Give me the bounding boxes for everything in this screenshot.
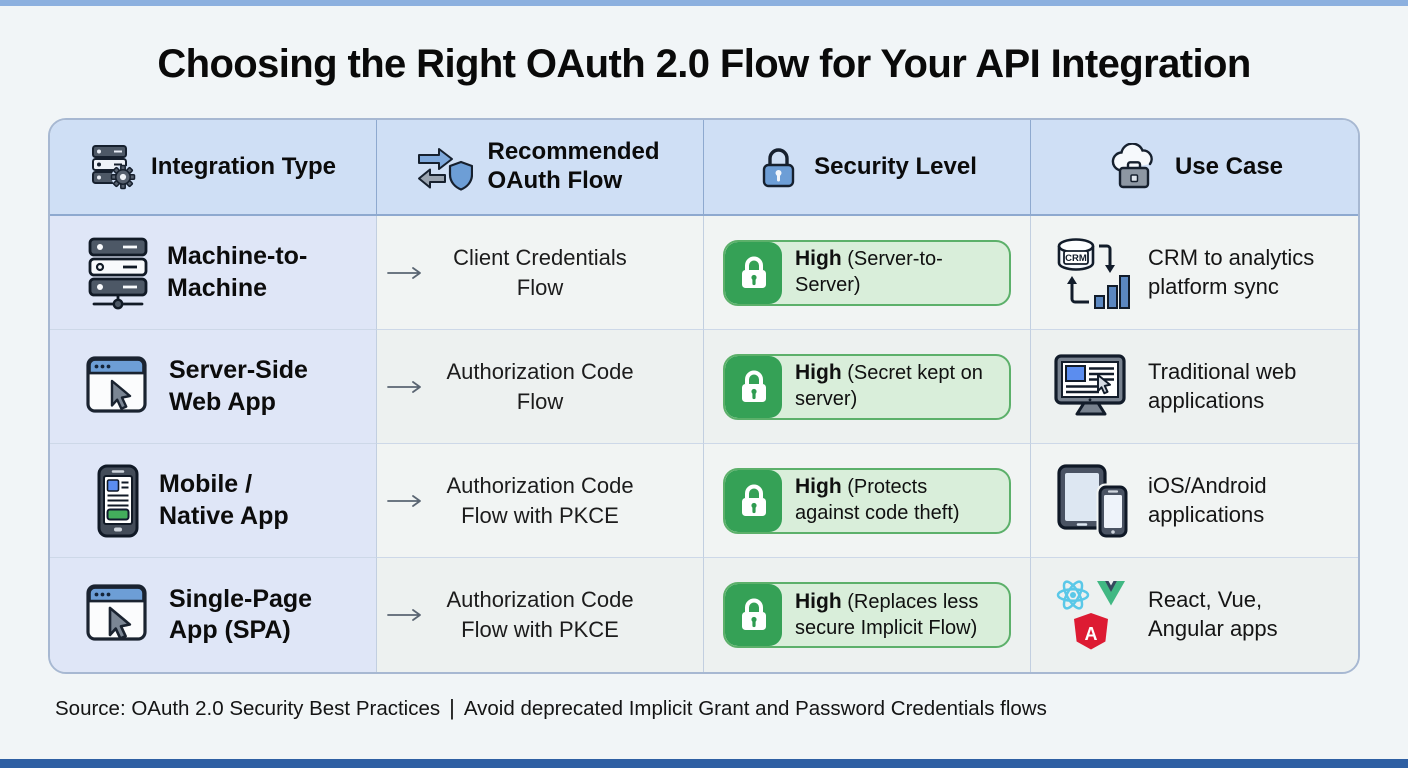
security-badge: High (Protects against code theft): [723, 467, 1011, 534]
desktop-monitor-icon: [1051, 353, 1131, 421]
padlock-icon: [757, 144, 799, 190]
oauth-flow-table: Integration Type Recommended OAuth Flow: [48, 118, 1360, 674]
security-level: High: [795, 247, 842, 271]
cell-integration-type: Machine-to-Machine: [50, 216, 377, 330]
use-case-label: React, Vue, Angular apps: [1148, 587, 1278, 641]
page-title: Choosing the Right OAuth 2.0 Flow for Yo…: [157, 42, 1251, 86]
cell-integration-type: Mobile / Native App: [50, 444, 377, 558]
oauth-flow-label: Authorization Code Flow with PKCE: [446, 587, 634, 642]
footer-note: Avoid deprecated Implicit Grant and Pass…: [463, 697, 1047, 720]
server-gear-icon: [90, 144, 136, 190]
react-logo: [1056, 580, 1090, 610]
lock-icon: [725, 241, 782, 304]
security-level: High: [795, 475, 842, 499]
security-level-text: High (Server-to-Server): [782, 246, 1009, 298]
integration-type-label: Single-Page App (SPA): [169, 584, 313, 644]
lock-icon: [725, 355, 782, 418]
header-label: Use Case: [1174, 152, 1284, 180]
header-oauth-flow: Recommended OAuth Flow: [377, 120, 704, 216]
header-label: Integration Type: [151, 152, 336, 180]
browser-cursor-icon: [85, 583, 151, 647]
oauth-flow-label: Authorization Code Flow with PKCE: [446, 472, 634, 528]
cell-oauth-flow: Client Credentials Flow: [377, 216, 704, 330]
bottom-accent-strip: [0, 759, 1408, 768]
cell-security-level: High (Secret kept on server): [704, 330, 1031, 444]
cell-security-level: High (Replaces less secure Implicit Flow…: [704, 558, 1031, 672]
tablet-phone-icon: [1051, 463, 1131, 539]
server-stack-icon: [87, 236, 149, 310]
security-detail: (Secret kept on server): [795, 362, 983, 411]
sync-arrows-shield-icon: [415, 143, 473, 191]
svg-text:A: A: [1085, 624, 1098, 644]
security-level: High: [795, 589, 842, 613]
oauth-flow-label: Client Credentials Flow: [453, 244, 627, 300]
cell-oauth-flow: Authorization Code Flow with PKCE: [377, 558, 704, 672]
cell-oauth-flow: Authorization Code Flow: [377, 330, 704, 444]
source-note: Source: OAuth 2.0 Security Best Practice…: [55, 695, 1047, 721]
lock-icon: [725, 469, 782, 532]
browser-cursor-icon: [85, 355, 151, 419]
integration-type-label: Machine-to-Machine: [167, 242, 308, 302]
svg-text:CRM: CRM: [1065, 253, 1087, 264]
right-arrow-icon: [386, 265, 426, 281]
lock-icon: [725, 584, 782, 646]
crm-analytics-sync-icon: CRM: [1051, 234, 1131, 312]
security-badge: High (Replaces less secure Implicit Flow…: [723, 582, 1011, 648]
right-arrow-icon: [386, 379, 426, 395]
security-badge: High (Server-to-Server): [723, 239, 1011, 306]
header-security-level: Security Level: [704, 120, 1031, 216]
header-label: Recommended OAuth Flow: [487, 138, 660, 194]
security-level: High: [795, 361, 842, 385]
cell-integration-type: Single-Page App (SPA): [50, 558, 377, 672]
source-text: Source: OAuth 2.0 Security Best Practice…: [55, 697, 441, 720]
cell-use-case: Traditional web applications: [1031, 330, 1358, 444]
footer-divider: |: [449, 695, 455, 720]
use-case-label: Traditional web applications: [1148, 358, 1297, 413]
right-arrow-icon: [386, 493, 426, 509]
security-level-text: High (Secret kept on server): [782, 360, 1009, 412]
smartphone-icon: [95, 464, 141, 538]
cell-use-case: CRM CRM to analytics platform sync: [1031, 216, 1358, 330]
top-accent-strip: [0, 0, 1408, 6]
integration-type-label: Server-Side Web App: [169, 356, 308, 416]
right-arrow-icon: [386, 607, 426, 623]
cloud-briefcase-icon: [1106, 143, 1160, 191]
angular-logo: A: [1074, 613, 1108, 650]
security-level-text: High (Protects against code theft): [782, 474, 1009, 526]
header-integration-type: Integration Type: [50, 120, 377, 216]
framework-logos-icon: A: [1051, 575, 1131, 655]
security-badge: High (Secret kept on server): [723, 353, 1011, 420]
cell-use-case: iOS/Android applications: [1031, 444, 1358, 558]
header-label: Security Level: [814, 152, 977, 180]
use-case-label: iOS/Android applications: [1148, 472, 1267, 527]
vue-logo: [1097, 581, 1125, 606]
security-level-text: High (Replaces less secure Implicit Flow…: [782, 589, 1009, 641]
security-detail: (Server-to-Server): [795, 248, 943, 297]
security-detail: (Replaces less secure Implicit Flow): [795, 590, 979, 639]
cell-use-case: A React, Vue, Angular apps: [1031, 558, 1358, 672]
cell-integration-type: Server-Side Web App: [50, 330, 377, 444]
cell-security-level: High (Server-to-Server): [704, 216, 1031, 330]
cell-security-level: High (Protects against code theft): [704, 444, 1031, 558]
use-case-label: CRM to analytics platform sync: [1148, 244, 1315, 299]
integration-type-label: Mobile / Native App: [159, 470, 289, 530]
header-use-case: Use Case: [1031, 120, 1358, 216]
security-detail: (Protects against code theft): [795, 476, 960, 525]
oauth-flow-label: Authorization Code Flow: [446, 358, 634, 414]
cell-oauth-flow: Authorization Code Flow with PKCE: [377, 444, 704, 558]
